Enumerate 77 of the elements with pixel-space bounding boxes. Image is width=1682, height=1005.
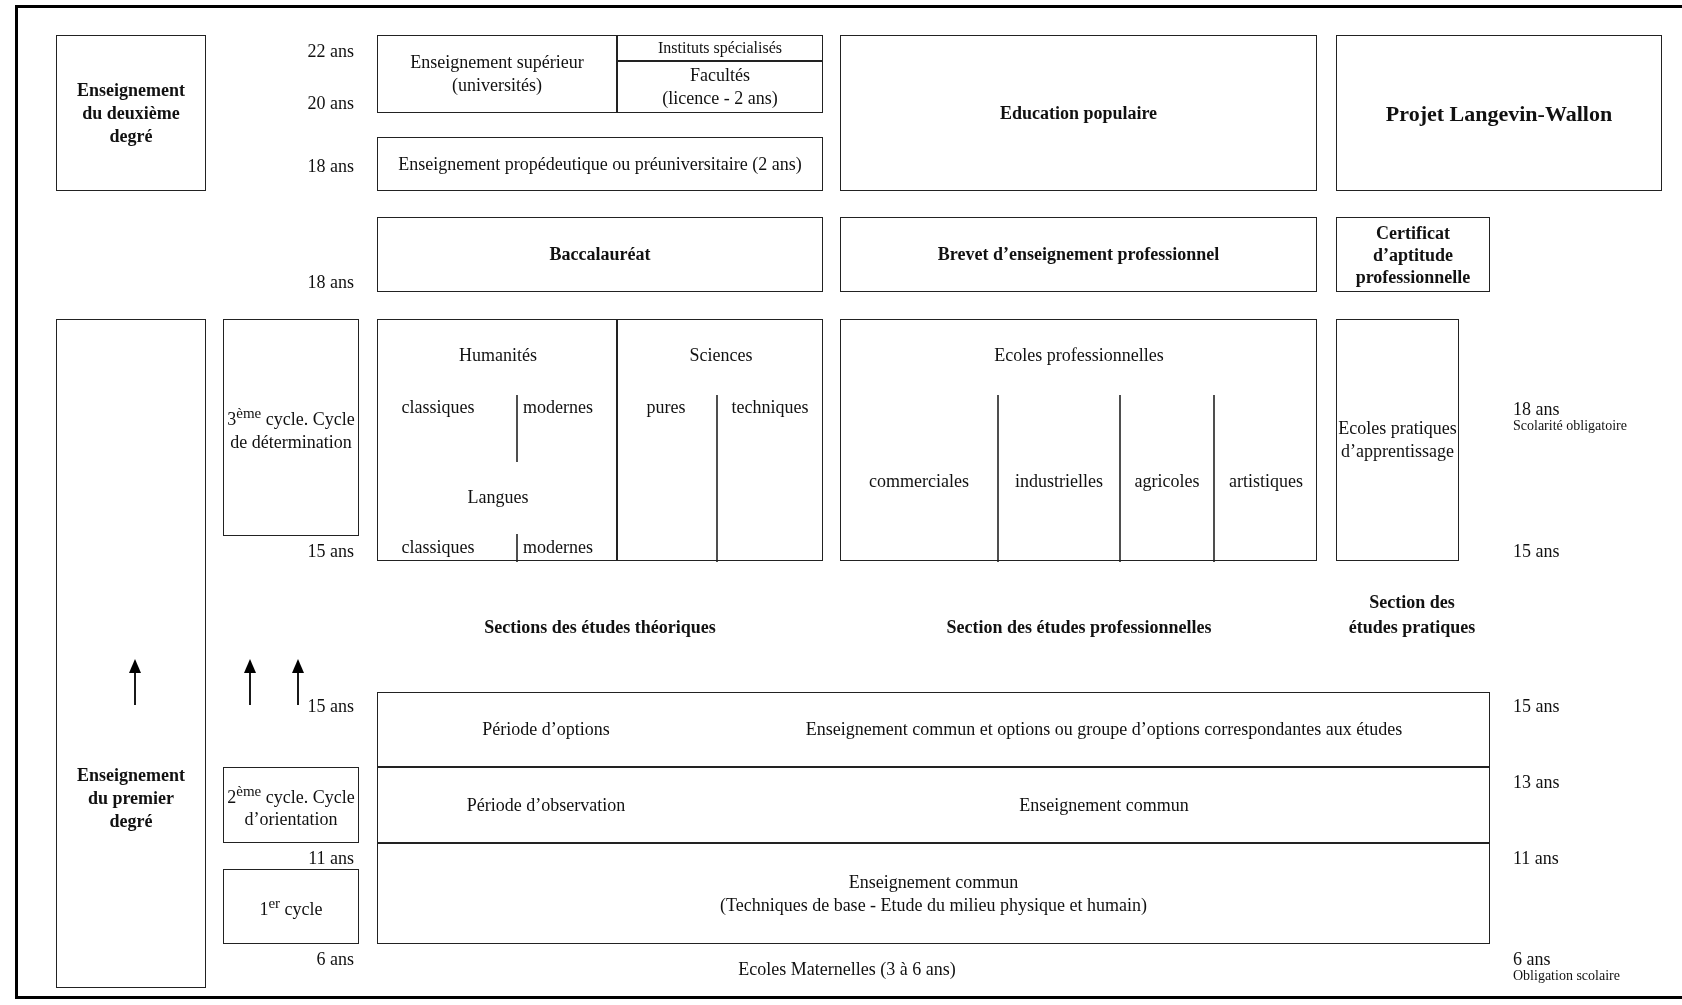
age-label: 11 ans: [308, 847, 354, 869]
school-box: [617, 35, 823, 61]
box-text: Humanités: [459, 344, 537, 367]
box-text: (Techniques de base - Etude du milieu physique et humain): [719, 893, 1148, 917]
age-label: 15 ans: [1513, 695, 1560, 717]
text-label: Sections des études théoriques: [484, 616, 716, 638]
box-text: 2$^{ème}$ cycle. Cycle d’orientation: [226, 782, 356, 830]
text-label: Scolarité obligatoire: [1513, 418, 1627, 434]
text-label: Section des études professionnelles: [946, 616, 1212, 638]
box-text: (licence - 2 ans): [662, 87, 778, 110]
age-label: 15 ans: [1513, 540, 1560, 562]
age-label: 6 ans: [1513, 948, 1551, 970]
box-text: 3$^{ème}$ cycle. Cycle de détermination: [226, 403, 356, 454]
school-box: [1336, 35, 1662, 191]
box-text: Facultés: [690, 64, 750, 87]
school-box: [840, 35, 1317, 191]
box-text: Enseignement supérieur (universités): [409, 51, 585, 97]
box-text: Ecoles professionnelles: [994, 344, 1164, 367]
school-box: [840, 217, 1317, 292]
box-text: Enseignement propédeutique ou préuniversitaire (2 ans): [397, 153, 803, 175]
box-text: techniques: [731, 396, 809, 419]
school-box: [223, 869, 359, 944]
text-label: Obligation scolaire: [1513, 968, 1620, 984]
age-label: 22 ans: [307, 40, 354, 62]
school-box: [617, 61, 823, 113]
box-text: Projet Langevin-Wallon: [1385, 101, 1613, 125]
age-label: 18 ans: [307, 271, 354, 293]
school-box: [377, 35, 617, 113]
school-box: [377, 137, 823, 191]
school-box: [223, 319, 359, 536]
box-text: Enseignement commun: [848, 870, 1019, 894]
box-text: modernes: [523, 396, 593, 419]
box-text: Sciences: [689, 344, 753, 367]
school-box: [377, 767, 1490, 843]
box-text: Période d’options: [482, 718, 610, 741]
school-box: [56, 35, 206, 191]
age-label: 6 ans: [316, 948, 354, 970]
age-label: 18 ans: [307, 155, 354, 177]
school-box: [840, 319, 1317, 561]
school-box: [56, 319, 206, 988]
box-text: Brevet d’enseignement professionnel: [937, 243, 1220, 266]
age-label: 15 ans: [307, 540, 354, 562]
text-label: Section des études pratiques: [1347, 591, 1477, 639]
box-text: Enseignement du deuxième degré: [76, 78, 186, 148]
age-label: 18 ans: [1513, 398, 1560, 420]
school-box: [377, 692, 1490, 767]
school-box: [377, 319, 617, 561]
box-text: Education populaire: [999, 101, 1158, 125]
school-box: [223, 767, 359, 843]
box-text: Enseignement commun et options ou groupe d’options correspondantes aux études: [805, 718, 1403, 741]
box-text: Baccalauréat: [549, 243, 651, 266]
box-text: Enseignement du premier degré: [76, 764, 186, 833]
school-box: [1336, 217, 1490, 292]
box-text: Certificat d’aptitude professionnelle: [1354, 221, 1472, 288]
age-label: 11 ans: [1513, 847, 1559, 869]
school-box: [617, 319, 823, 561]
box-text: artistiques: [1229, 470, 1303, 493]
box-text: Langues: [467, 486, 529, 509]
school-box: [1336, 319, 1459, 561]
school-box: [377, 843, 1490, 944]
age-label: 15 ans: [307, 695, 354, 717]
box-text: Ecoles pratiques d’apprentissage: [1337, 417, 1458, 463]
box-text: 1$^{er}$ cycle: [259, 894, 323, 921]
age-label: 20 ans: [307, 92, 354, 114]
box-text: industrielles: [1015, 470, 1103, 493]
box-text: agricoles: [1134, 470, 1200, 493]
box-text: classiques: [401, 536, 475, 559]
box-text: pures: [646, 396, 686, 419]
box-text: Enseignement commun: [1019, 794, 1189, 817]
age-label: 13 ans: [1513, 771, 1560, 793]
box-text: commerciales: [869, 470, 969, 493]
school-box: [377, 217, 823, 292]
box-text: Période d’observation: [466, 794, 626, 817]
box-text: Instituts spécialisés: [658, 38, 782, 58]
box-text: classiques: [401, 396, 475, 419]
box-text: modernes: [523, 536, 593, 559]
text-label: Ecoles Maternelles (3 à 6 ans): [738, 958, 956, 980]
